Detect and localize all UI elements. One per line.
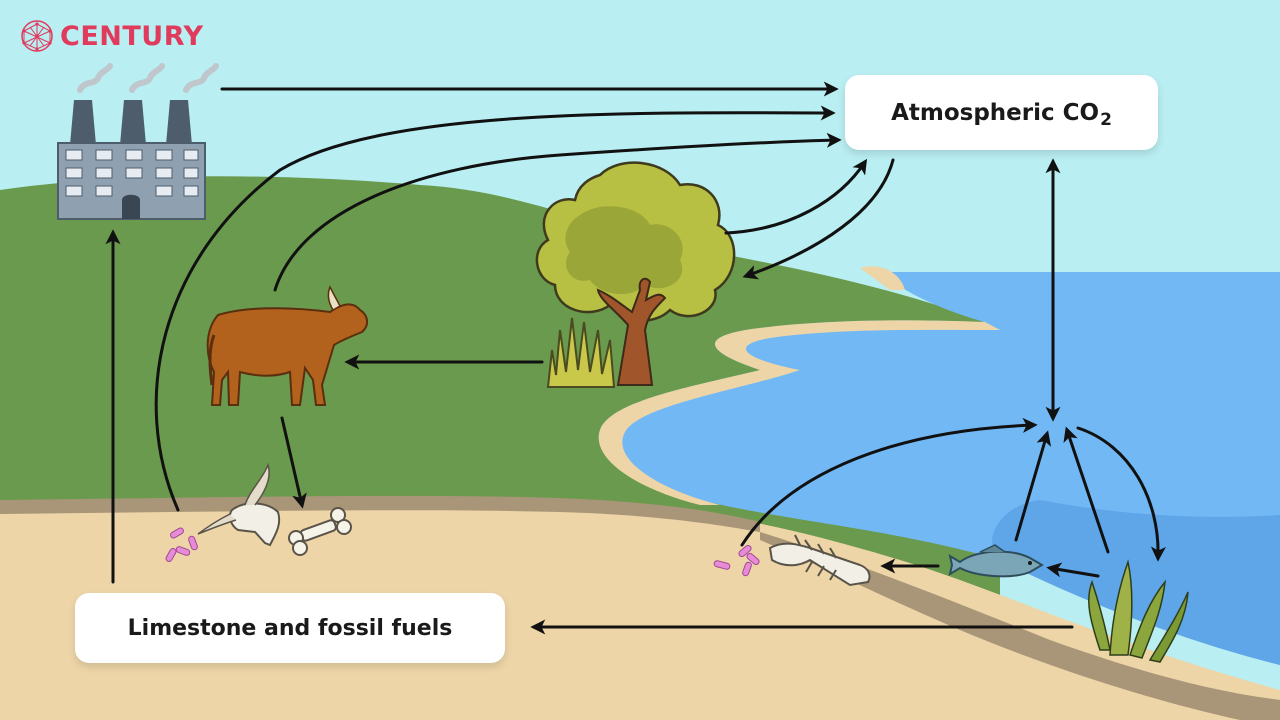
arrow-fish-to-ocean <box>1014 430 1052 542</box>
tree-canopy-shade <box>565 206 683 295</box>
cycle-arrows <box>105 81 1166 635</box>
factory-door <box>122 194 140 219</box>
atmospheric-co2-text: Atmospheric CO <box>891 99 1100 126</box>
deep-sea <box>992 500 1280 665</box>
brand-logo: CENTURY <box>20 16 204 56</box>
arrow-decomposers-to-co2 <box>154 105 836 512</box>
cow-horn <box>327 285 341 312</box>
tree-trunk <box>596 277 667 386</box>
network-globe-icon <box>21 20 53 52</box>
arrow-tree-to-co2 <box>724 158 868 235</box>
arrow-seaweed-to-ocean <box>1063 426 1110 554</box>
shore-brown <box>760 532 1280 720</box>
arrow-seaweed-to-fish <box>1046 562 1100 578</box>
co2-subscript: 2 <box>1100 109 1112 130</box>
chimney <box>120 100 146 145</box>
arrow-ocean-to-seaweed <box>1076 426 1166 562</box>
limestone-text: Limestone and fossil fuels <box>127 615 453 641</box>
limestone-fossil-fuels-label: Limestone and fossil fuels <box>75 593 505 663</box>
smoke <box>129 63 165 93</box>
arrow-sea-bacteria-to-ocean <box>740 417 1038 547</box>
fish-skeleton <box>768 534 871 587</box>
factory <box>57 63 219 220</box>
chimney <box>166 100 192 145</box>
cow <box>206 285 368 406</box>
bacteria <box>713 544 760 577</box>
smoke <box>77 63 113 93</box>
fish <box>948 544 1044 578</box>
arrow-cow-to-remains <box>280 416 307 509</box>
skull-horn <box>244 462 270 506</box>
soil-strip <box>0 495 760 532</box>
animal-remains <box>165 462 352 562</box>
smoke <box>183 63 219 93</box>
beach-point <box>860 266 905 290</box>
brand-name: CENTURY <box>60 20 204 52</box>
skull-horn <box>197 513 237 535</box>
seaweed <box>1087 559 1189 663</box>
arrow-cow-to-co2 <box>273 132 842 292</box>
cow-tail <box>208 334 216 386</box>
bacteria <box>165 527 198 562</box>
chimney <box>70 100 96 145</box>
grass-clump <box>546 317 616 388</box>
bone <box>288 507 352 556</box>
tree <box>535 161 736 388</box>
sand-ground <box>0 497 1280 720</box>
arrow-co2-to-tree <box>742 158 895 280</box>
